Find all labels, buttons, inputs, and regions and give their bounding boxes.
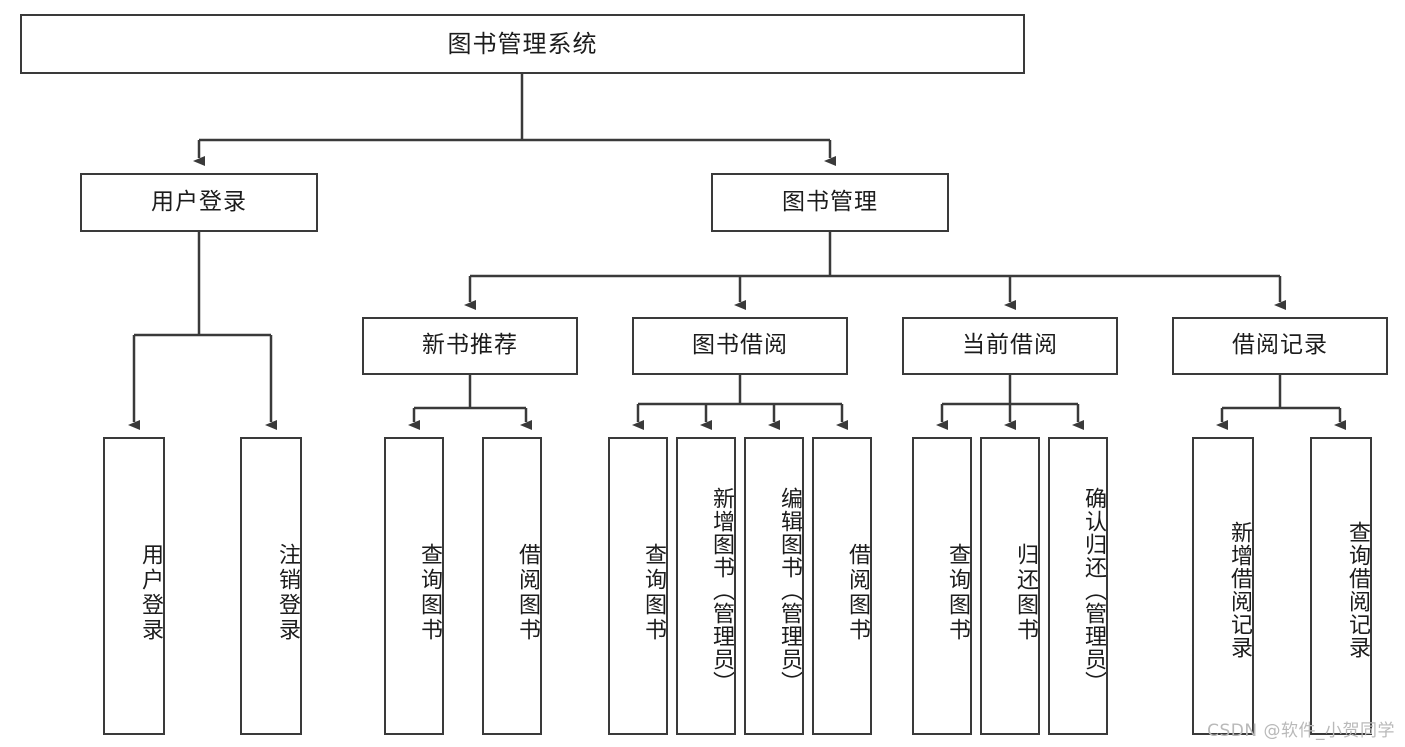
node-current-borrow[interactable]: 当前借阅 [902,317,1118,375]
node-leaf-query-book-1[interactable]: 查询图书 [384,437,444,735]
node-leaf-add-book[interactable]: 新增图书（管理员） [676,437,736,735]
node-borrow-record[interactable]: 借阅记录 [1172,317,1388,375]
node-leaf-edit-book[interactable]: 编辑图书（管理员） [744,437,804,735]
node-book-manage[interactable]: 图书管理 [711,173,949,232]
node-new-book-recommend[interactable]: 新书推荐 [362,317,578,375]
csdn-watermark: CSDN @软件_小贺同学 [1207,721,1395,741]
node-leaf-query-book-2[interactable]: 查询图书 [608,437,668,735]
node-book-borrow[interactable]: 图书借阅 [632,317,848,375]
node-leaf-return-book[interactable]: 归还图书 [980,437,1040,735]
node-leaf-user-logout[interactable]: 注销登录 [240,437,302,735]
node-leaf-add-record[interactable]: 新增借阅记录 [1192,437,1254,735]
node-root-system[interactable]: 图书管理系统 [20,14,1025,74]
node-leaf-query-record[interactable]: 查询借阅记录 [1310,437,1372,735]
node-user-login[interactable]: 用户登录 [80,173,318,232]
node-leaf-query-book-3[interactable]: 查询图书 [912,437,972,735]
node-leaf-confirm-return[interactable]: 确认归还（管理员） [1048,437,1108,735]
node-leaf-borrow-book-1[interactable]: 借阅图书 [482,437,542,735]
node-leaf-user-login[interactable]: 用户登录 [103,437,165,735]
node-leaf-borrow-book-2[interactable]: 借阅图书 [812,437,872,735]
